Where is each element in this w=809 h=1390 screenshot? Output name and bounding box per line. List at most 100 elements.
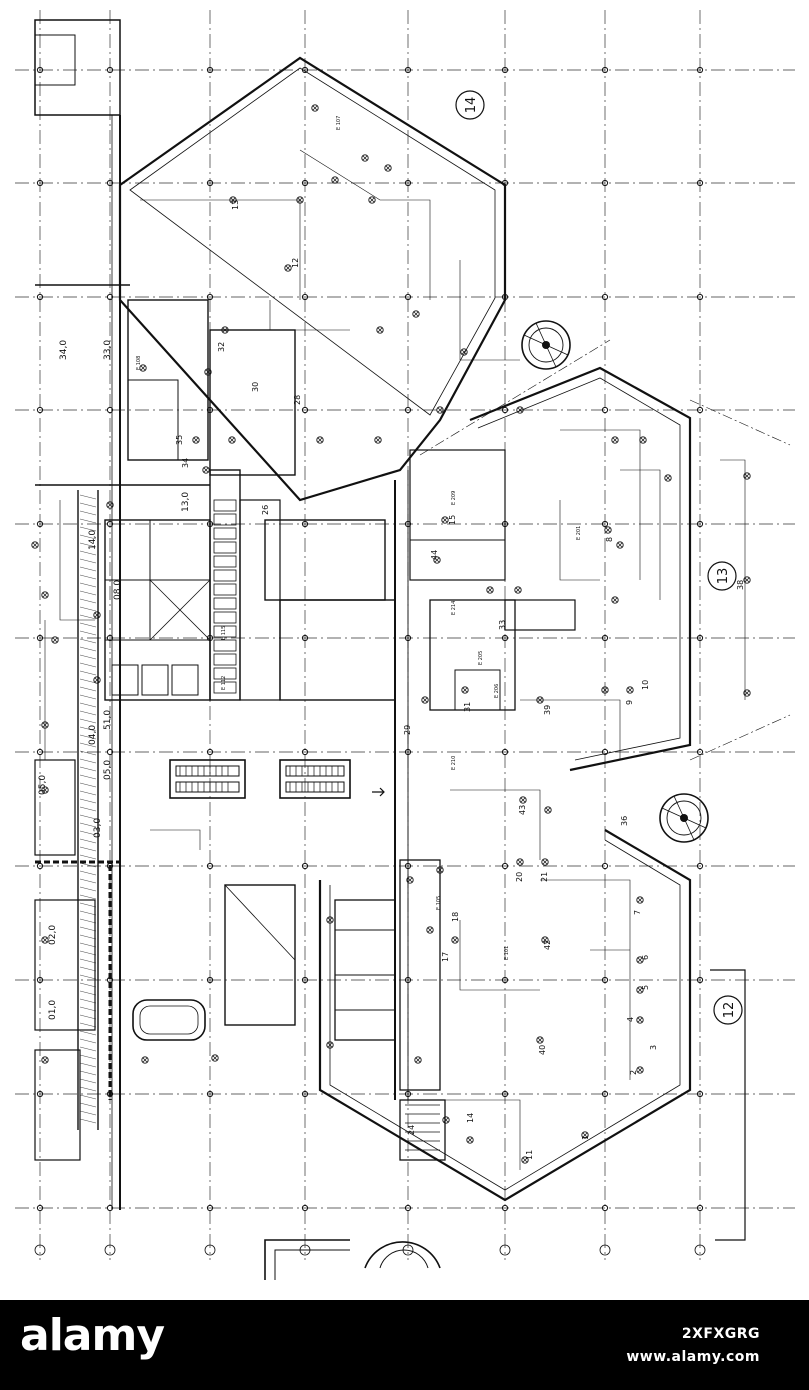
column-marker [301,1204,309,1212]
fixture-cross [437,407,443,413]
edge-dimension-label: 13,0 [181,492,191,512]
grid-bubble [599,1244,611,1256]
spiral-stair-lower-inner [666,800,702,836]
fixture-cross [285,265,291,271]
fixture-symbol [626,686,634,694]
fixture-cross [205,369,211,375]
edge-dimension-label: 51,0 [103,710,113,730]
fixture-cross [140,365,146,371]
fixture-symbol [361,154,369,162]
column-marker [501,976,509,984]
fixture-symbol [41,591,49,599]
hatch-line [79,878,97,884]
fixture-symbol [541,858,549,866]
fixture-cross [332,177,338,183]
wing-13-room [409,449,506,581]
column-marker [301,179,309,187]
restroom-stall [213,555,237,568]
hatch-line [79,1022,97,1028]
fixture-symbol [326,916,334,924]
column-marker [696,179,704,187]
hatch-line [79,614,97,620]
hatch-line [79,854,97,860]
column-marker [601,976,609,984]
fixture-number: 10 [641,680,650,690]
wing-12-room [399,859,441,1091]
fixture-number: 26 [261,505,270,515]
room-code: E 101 [504,946,510,960]
hatch-line [79,590,97,596]
restroom-stall [213,541,237,554]
hatch-line [79,774,97,780]
fixture-number: 39 [543,705,552,715]
room-block [104,519,211,701]
fixture-number: 44 [430,550,439,560]
fixture-number: 3 [649,1045,658,1050]
fixture-cross [542,937,548,943]
fixture-cross [142,1057,148,1063]
column-marker [106,520,114,528]
restroom-stall [213,569,237,582]
wiring-run [720,459,746,700]
fixture-cross [637,957,643,963]
room-top-left-inner [34,34,76,86]
fixture-number: 28 [293,395,302,405]
column-marker [36,976,44,984]
fixture-cross [744,690,750,696]
bottom-arc [364,1241,441,1269]
void-box [224,884,296,1026]
hatch-line [79,502,97,508]
fixture-cross [42,937,48,943]
fixture-symbol [604,526,612,534]
hatch-line [79,558,97,564]
fixture-cross [427,927,433,933]
image-id-label: 2XFXGRG [681,1326,760,1342]
fixture-cross [612,597,618,603]
column-marker [206,862,214,870]
room-code: E 209 [451,491,457,505]
fixture-symbol [536,1036,544,1044]
column-marker [501,748,509,756]
hatch-line [79,526,97,532]
small-cell [111,664,139,696]
column-marker [404,179,412,187]
column-marker [106,634,114,642]
room-code: E 107 [336,116,342,130]
column-marker [206,1090,214,1098]
fixture-cross [443,1117,449,1123]
column-marker [501,66,509,74]
hatch-line [79,814,97,820]
room-code: E 206 [494,684,500,698]
fixture-symbol [436,406,444,414]
fixture-cross [605,527,611,533]
column-marker [36,293,44,301]
fixture-number: 17 [441,952,450,962]
column-marker [601,520,609,528]
hatch-line [79,846,97,852]
fixture-cross [422,697,428,703]
edge-dimension-label: 04,0 [88,725,98,745]
fixture-number: 29 [403,725,412,735]
wiring-lines [44,149,746,1170]
fixture-cross [32,542,38,548]
hatch-line [79,910,97,916]
fixture-cross [437,867,443,873]
restroom-stall [213,611,237,624]
fixture-symbol [284,264,292,272]
restroom-stall [213,583,237,596]
fixture-cross [94,677,100,683]
fixture-cross [413,311,419,317]
hatch-line [79,894,97,900]
restroom-stalls [209,469,241,701]
restroom-stall [213,667,237,680]
hatch-line [79,574,97,580]
fixture-cross [407,877,413,883]
grid-lines [15,10,795,1260]
column-marker [501,634,509,642]
wing-12-outline [318,829,692,1202]
fixture-cross [52,637,58,643]
fixture-number: 32 [217,342,226,352]
fixture-number: 7 [633,910,642,915]
wiring-run [620,469,661,600]
fixture-cross [665,475,671,481]
